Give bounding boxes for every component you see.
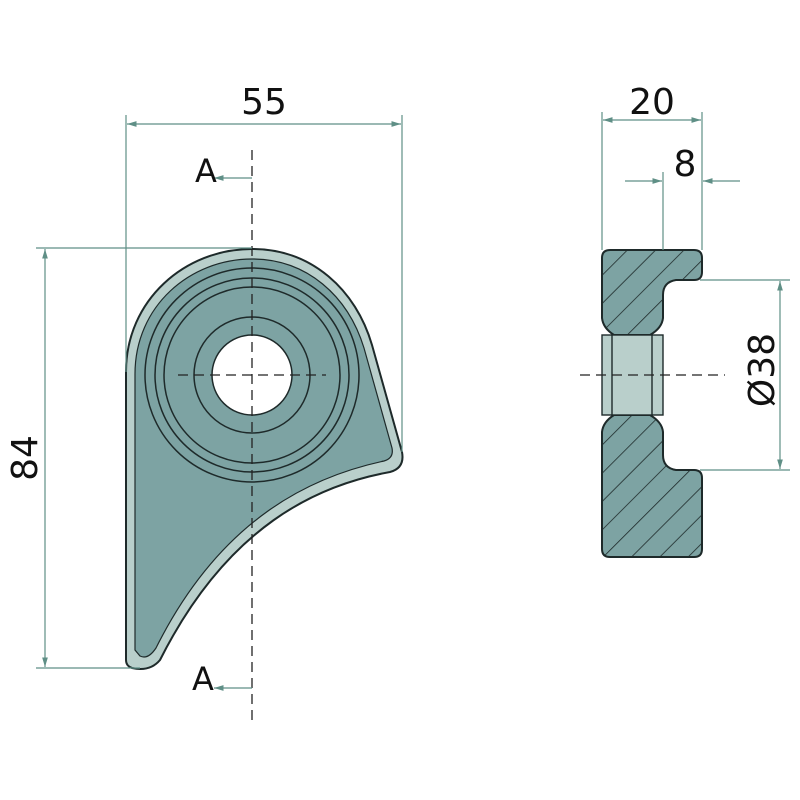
- section-label-bottom: A: [192, 660, 214, 698]
- front-view: 55 84 A A: [5, 82, 404, 720]
- section-view: 20 8 Ø38: [580, 82, 790, 558]
- dimension-20: 20: [629, 82, 675, 123]
- dimension-8: 8: [674, 144, 697, 185]
- dimension-84: 84: [5, 435, 46, 481]
- section-label-top: A: [195, 152, 217, 190]
- dimension-diameter-38: Ø38: [742, 333, 783, 407]
- dimension-55: 55: [241, 82, 287, 123]
- part-face: [134, 258, 393, 658]
- section-lower: [601, 414, 703, 558]
- section-upper: [601, 249, 703, 336]
